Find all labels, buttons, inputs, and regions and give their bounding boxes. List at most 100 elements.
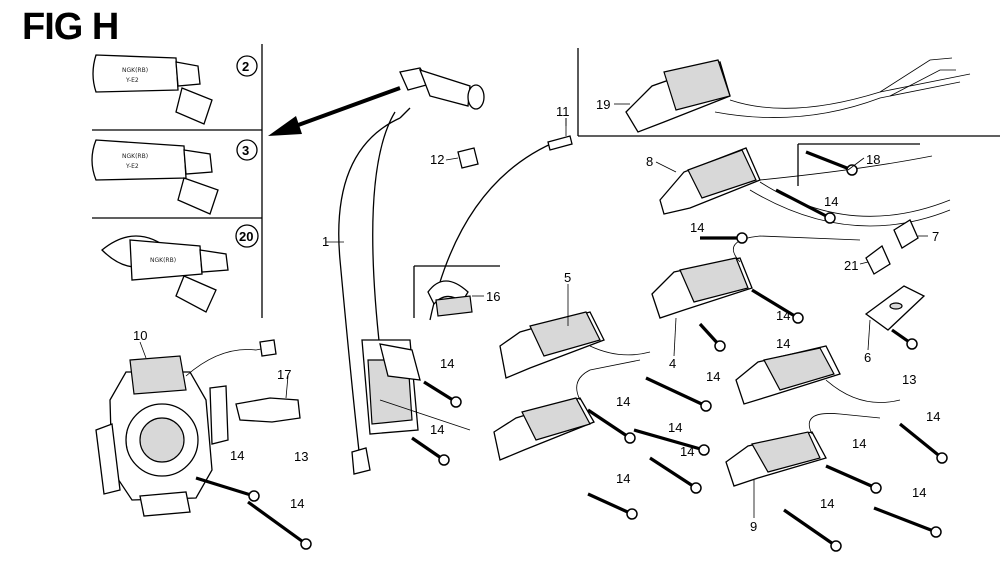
inset-spark-plug-cap-2[interactable]: NGK(RB) Y-E2 2 [92, 54, 258, 125]
bolt[interactable] [805, 150, 858, 176]
bolt-head [930, 526, 942, 538]
label-10: 10 [133, 328, 147, 343]
bolt-shaft [633, 428, 705, 452]
bolt-head [248, 490, 260, 502]
label-16: 16 [486, 289, 500, 304]
bolt-shaft [873, 506, 937, 534]
bolt-shaft [649, 456, 697, 490]
bolt[interactable] [411, 436, 450, 466]
bolt[interactable] [751, 288, 804, 324]
part-6-plate[interactable] [864, 285, 926, 331]
part-21-grommet[interactable] [865, 244, 891, 275]
inset-3-text-a: NGK(RB) [122, 153, 148, 160]
label-14-k: 14 [690, 220, 704, 235]
bolt[interactable] [649, 456, 702, 494]
label-14-q: 14 [776, 308, 790, 323]
label-5: 5 [564, 270, 571, 285]
part-1-ignition-coil-assy[interactable] [338, 67, 485, 475]
bolt[interactable] [645, 376, 712, 412]
bolt-shaft [898, 422, 944, 460]
part-4-ignition-coil[interactable] [651, 235, 861, 319]
label-12: 12 [430, 152, 444, 167]
bolt[interactable] [633, 428, 710, 456]
bolt[interactable] [587, 492, 638, 520]
bolt-head [870, 482, 882, 494]
inset-2-text-b: Y-E2 [125, 77, 139, 84]
part-12-clip[interactable] [445, 147, 479, 169]
part-5-charge-coil[interactable] [499, 311, 651, 379]
label-6: 6 [864, 350, 871, 365]
part-7-grommet[interactable] [893, 219, 919, 249]
bolt-shaft [411, 436, 445, 462]
bolt-shaft [195, 476, 255, 498]
part-16-clamp[interactable] [413, 265, 500, 318]
label-14-e: 14 [616, 394, 630, 409]
label-4: 4 [669, 356, 676, 371]
label-13b: 13 [902, 372, 916, 387]
bolt[interactable] [775, 188, 836, 224]
bolt[interactable] [195, 476, 260, 502]
part-9-charge-coil[interactable] [725, 413, 881, 487]
bolt[interactable] [825, 464, 882, 494]
bolt-head [626, 508, 638, 520]
bolt-shaft [805, 150, 853, 172]
bolt-head [792, 312, 804, 324]
part-5b-charge-coil[interactable] [493, 359, 641, 461]
bolt-head [906, 338, 918, 350]
bolt[interactable] [698, 322, 726, 352]
label-18: 18 [866, 152, 880, 167]
inset-spark-plug-cap-3[interactable]: NGK(RB) Y-E2 3 [91, 139, 258, 215]
label-14-l: 14 [824, 194, 838, 209]
bolt[interactable] [783, 508, 842, 552]
inset-3-number: 3 [242, 143, 249, 158]
label-14-m: 14 [926, 409, 940, 424]
bolt[interactable] [247, 500, 312, 550]
bolt-head [698, 444, 710, 456]
bolt-head [846, 164, 858, 176]
bolts-group [195, 150, 948, 552]
bolt[interactable] [700, 232, 748, 244]
bolt[interactable] [587, 408, 636, 444]
callout-badge [236, 139, 258, 161]
part-18-frame [797, 143, 920, 186]
bolt[interactable] [873, 506, 942, 538]
callout-badge [235, 224, 259, 248]
bolt[interactable] [891, 328, 918, 350]
label-14-b: 14 [290, 496, 304, 511]
bolt-shaft [247, 500, 307, 546]
label-21: 21 [844, 258, 858, 273]
pointer-arrow [268, 86, 401, 136]
part-19-frame [577, 48, 1000, 137]
bolt-head [736, 232, 748, 244]
bolt-shaft [783, 508, 837, 548]
label-1: 1 [322, 234, 329, 249]
bolt-head [830, 540, 842, 552]
bolt-head [438, 454, 450, 466]
part-8-ignition-coil[interactable] [659, 147, 951, 227]
bolt-shaft [587, 408, 631, 440]
inset-2-number: 2 [242, 59, 249, 74]
inset-3-text-b: Y-E2 [125, 163, 139, 170]
label-13a: 13 [294, 449, 308, 464]
bolt-shaft [645, 376, 707, 408]
label-8: 8 [646, 154, 653, 169]
bolt[interactable] [898, 422, 948, 464]
part-charge-coil-right[interactable] [735, 345, 901, 405]
label-11: 11 [556, 104, 570, 119]
label-14-i: 14 [706, 369, 720, 384]
bolt-shaft [751, 288, 799, 320]
callout-labels: 1 4 5 6 7 8 9 10 11 12 13 13 14 14 14 14… [133, 97, 940, 534]
part-19-ignition-coil[interactable] [625, 57, 971, 133]
part-17-bracket[interactable] [235, 375, 301, 423]
bolt-head [300, 538, 312, 550]
inset-20-text-a: NGK(RB) [150, 257, 176, 264]
label-14-n: 14 [852, 436, 866, 451]
part-10-stator[interactable] [95, 339, 277, 517]
label-14-c: 14 [440, 356, 454, 371]
bolt-head [690, 482, 702, 494]
bolt[interactable] [423, 380, 462, 408]
leader-lines [139, 103, 928, 518]
inset-20-number: 20 [239, 229, 253, 244]
bolt-head [700, 400, 712, 412]
inset-spark-plug-cap-20[interactable]: NGK(RB) 20 [101, 224, 259, 313]
